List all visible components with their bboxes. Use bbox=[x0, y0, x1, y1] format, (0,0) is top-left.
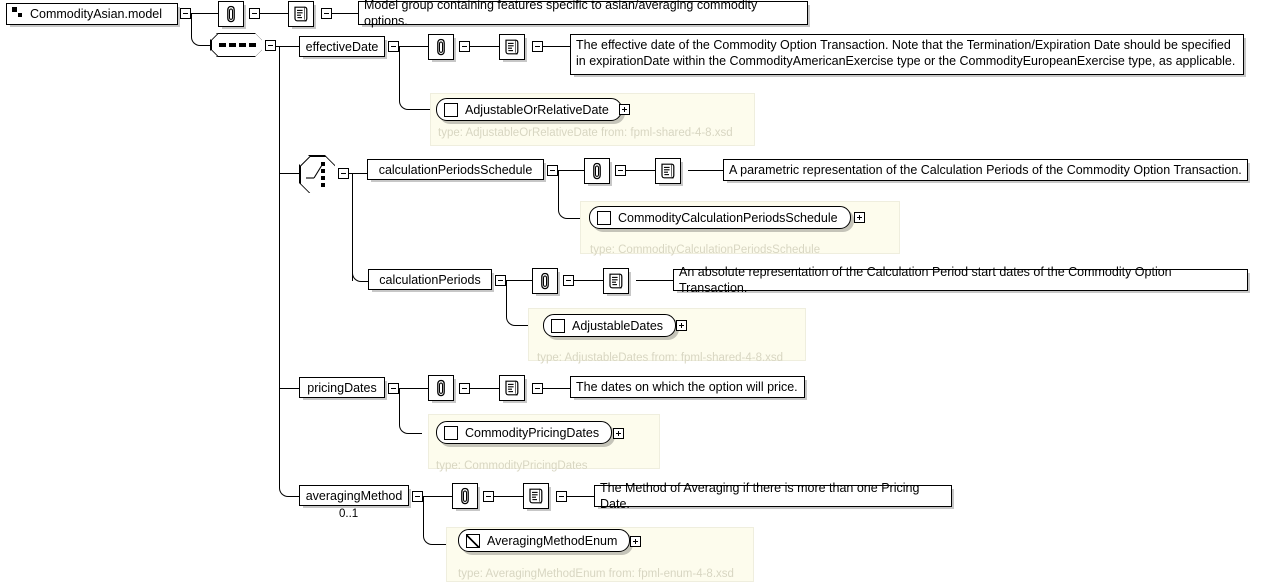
connector-root-to-sequence bbox=[191, 13, 212, 46]
type-ref-AveragingMethodEnum[interactable]: AveragingMethodEnum bbox=[458, 529, 631, 552]
element-box-calculationPeriods[interactable]: calculationPeriods bbox=[368, 269, 492, 290]
documentation-box-averagingMethod: The Method of Averaging if there is more… bbox=[594, 481, 952, 511]
element-box-calculationPeriodsSchedule[interactable]: calculationPeriodsSchedule bbox=[367, 159, 544, 180]
type-ref-label: CommodityCalculationPeriodsSchedule bbox=[618, 210, 838, 225]
expand-toggle-icon[interactable] bbox=[613, 428, 624, 439]
collapse-toggle-icon[interactable] bbox=[547, 165, 558, 176]
connector-sequence-spine bbox=[279, 46, 280, 480]
collapse-toggle-icon[interactable] bbox=[388, 41, 399, 52]
type-text-CommodityCalculationPeriodsSchedule: type: CommodityCalculationPeriodsSchedul… bbox=[590, 244, 821, 256]
element-label-calculationPeriodsSchedule: calculationPeriodsSchedule bbox=[378, 162, 533, 177]
cardinality-averagingMethod: 0..1 bbox=[339, 508, 359, 520]
annotation-icon[interactable] bbox=[428, 375, 454, 401]
simple-type-icon bbox=[466, 533, 480, 548]
collapse-toggle-icon[interactable] bbox=[556, 491, 567, 502]
documentation-text-calculationPeriodsSchedule: A parametric representation of the Calcu… bbox=[729, 163, 1242, 177]
annotation-icon[interactable] bbox=[584, 158, 610, 184]
type-ref-label: AdjustableDates bbox=[572, 318, 664, 333]
complex-type-icon bbox=[597, 210, 611, 225]
root-documentation-text: Model group containing features specific… bbox=[364, 0, 758, 28]
complex-type-icon bbox=[551, 318, 565, 333]
connector-sequence-spine-top bbox=[276, 46, 299, 47]
complex-type-icon bbox=[444, 102, 458, 117]
expand-toggle-icon[interactable] bbox=[619, 104, 630, 115]
collapse-toggle-icon[interactable] bbox=[495, 275, 506, 286]
expand-toggle-icon[interactable] bbox=[854, 212, 865, 223]
type-ref-AdjustableDates[interactable]: AdjustableDates bbox=[543, 314, 677, 337]
annotation-icon[interactable] bbox=[218, 1, 244, 27]
type-ref-label: AveragingMethodEnum bbox=[487, 533, 618, 548]
collapse-toggle-icon[interactable] bbox=[338, 168, 349, 179]
type-text-AdjustableDates: type: AdjustableDates from: fpml-shared-… bbox=[537, 352, 784, 364]
documentation-icon[interactable] bbox=[523, 483, 549, 509]
documentation-icon[interactable] bbox=[603, 268, 629, 294]
collapse-toggle-icon[interactable] bbox=[265, 40, 276, 51]
documentation-icon[interactable] bbox=[288, 1, 314, 27]
documentation-text-effectiveDate: The effective date of the Commodity Opti… bbox=[576, 38, 1236, 68]
documentation-box-pricingDates: The dates on which the option will price… bbox=[570, 376, 805, 398]
documentation-icon[interactable] bbox=[499, 34, 525, 60]
documentation-icon[interactable] bbox=[655, 158, 681, 184]
connector-calculationPeriodsSchedule-to-type bbox=[558, 170, 581, 219]
complex-type-icon bbox=[444, 425, 458, 440]
type-text-AveragingMethodEnum: type: AveragingMethodEnum from: fpml-enu… bbox=[458, 568, 734, 580]
element-label-pricingDates: pricingDates bbox=[307, 380, 377, 395]
collapse-toggle-icon[interactable] bbox=[532, 383, 543, 394]
collapse-toggle-icon[interactable] bbox=[321, 8, 332, 19]
element-label-effectiveDate: effectiveDate bbox=[305, 39, 379, 54]
collapse-toggle-icon[interactable] bbox=[180, 8, 191, 19]
documentation-text-averagingMethod: The Method of Averaging if there is more… bbox=[600, 481, 920, 511]
element-box-averagingMethod[interactable]: averagingMethod bbox=[299, 485, 409, 506]
documentation-box-effectiveDate: The effective date of the Commodity Opti… bbox=[570, 34, 1244, 75]
root-label: CommodityAsian.model bbox=[30, 7, 162, 21]
model-group-icon bbox=[11, 6, 24, 22]
connector-calculationPeriods-to-type bbox=[506, 280, 529, 326]
connector-averagingMethod-to-type bbox=[423, 496, 446, 545]
element-label-calculationPeriods: calculationPeriods bbox=[379, 272, 481, 287]
type-ref-label: AdjustableOrRelativeDate bbox=[465, 102, 609, 117]
collapse-toggle-icon[interactable] bbox=[249, 8, 260, 19]
type-ref-AdjustableOrRelativeDate[interactable]: AdjustableOrRelativeDate bbox=[436, 98, 622, 121]
collapse-toggle-icon[interactable] bbox=[459, 383, 470, 394]
type-text-AdjustableOrRelativeDate: type: AdjustableOrRelativeDate from: fpm… bbox=[438, 127, 733, 139]
documentation-text-calculationPeriods: An absolute representation of the Calcul… bbox=[679, 265, 1172, 295]
annotation-icon[interactable] bbox=[452, 483, 478, 509]
documentation-text-pricingDates: The dates on which the option will price… bbox=[576, 380, 798, 394]
expand-toggle-icon[interactable] bbox=[676, 320, 687, 331]
type-ref-CommodityCalculationPeriodsSchedule[interactable]: CommodityCalculationPeriodsSchedule bbox=[589, 206, 851, 229]
collapse-toggle-icon[interactable] bbox=[615, 165, 626, 176]
choice-compositor[interactable] bbox=[299, 155, 335, 193]
root-model-group-box[interactable]: CommodityAsian.model bbox=[6, 3, 178, 25]
element-box-pricingDates[interactable]: pricingDates bbox=[299, 377, 385, 398]
documentation-box-calculationPeriods: An absolute representation of the Calcul… bbox=[673, 265, 1248, 295]
collapse-toggle-icon[interactable] bbox=[412, 491, 423, 502]
element-box-effectiveDate[interactable]: effectiveDate bbox=[299, 36, 385, 57]
annotation-icon[interactable] bbox=[532, 268, 558, 294]
connector-pricingDates-to-type bbox=[399, 388, 422, 434]
collapse-toggle-icon[interactable] bbox=[563, 275, 574, 286]
collapse-toggle-icon[interactable] bbox=[483, 491, 494, 502]
collapse-toggle-icon[interactable] bbox=[459, 41, 470, 52]
expand-toggle-icon[interactable] bbox=[630, 536, 641, 547]
type-ref-CommodityPricingDates[interactable]: CommodityPricingDates bbox=[436, 421, 613, 444]
type-text-CommodityPricingDates: type: CommodityPricingDates bbox=[436, 460, 588, 472]
annotation-icon[interactable] bbox=[428, 34, 454, 60]
sequence-compositor[interactable] bbox=[210, 33, 262, 57]
element-label-averagingMethod: averagingMethod bbox=[305, 488, 403, 503]
collapse-toggle-icon[interactable] bbox=[388, 383, 399, 394]
connector-effectiveDate-to-type bbox=[399, 46, 422, 110]
documentation-icon[interactable] bbox=[499, 375, 525, 401]
documentation-box-calculationPeriodsSchedule: A parametric representation of the Calcu… bbox=[723, 159, 1248, 181]
collapse-toggle-icon[interactable] bbox=[532, 41, 543, 52]
root-documentation-box: Model group containing features specific… bbox=[358, 0, 808, 28]
type-ref-label: CommodityPricingDates bbox=[465, 425, 600, 440]
